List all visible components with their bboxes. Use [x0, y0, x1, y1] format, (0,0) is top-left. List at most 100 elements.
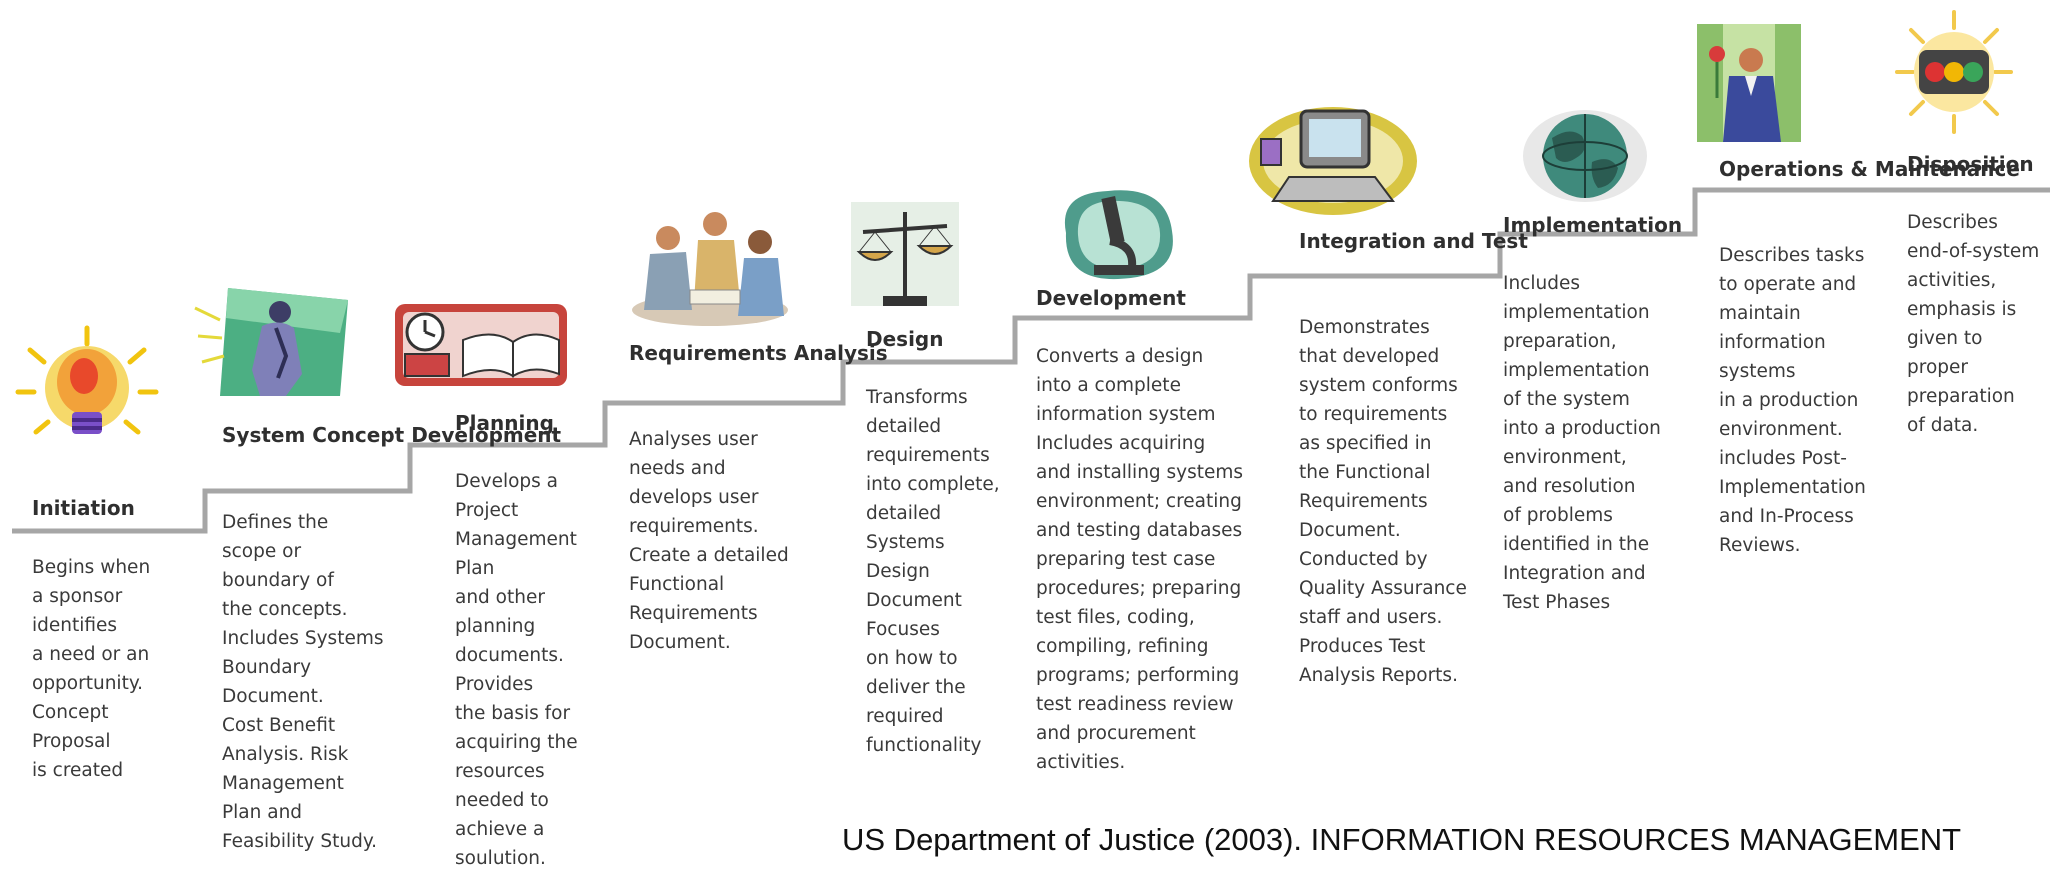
- desc-line: detailed: [866, 416, 942, 437]
- desc-line: Document.: [629, 632, 731, 653]
- desc-line: Management: [455, 529, 577, 550]
- stage-title-disposition: Disposition: [1907, 150, 2034, 179]
- desc-line: Create a detailed: [629, 545, 789, 566]
- desc-line: staff and users.: [1299, 607, 1443, 628]
- desc-line: required: [866, 706, 944, 727]
- desc-line: environment.: [1719, 419, 1843, 440]
- desc-line: requirements: [866, 445, 990, 466]
- desc-line: Feasibility Study.: [222, 831, 378, 852]
- businessman-icon: [1697, 24, 1801, 142]
- desc-line: compiling, refining: [1036, 636, 1209, 657]
- desc-line: Boundary: [222, 657, 312, 678]
- desc-line: preparing test case: [1036, 549, 1216, 570]
- desc-line: Quality Assurance: [1299, 578, 1467, 599]
- desc-line: a sponsor: [32, 586, 123, 607]
- desc-line: scope or: [222, 541, 302, 562]
- stage-description-implementation: Includes implementation preparation, imp…: [1503, 269, 1661, 617]
- stage-description-development: Converts a design into a complete inform…: [1036, 342, 1243, 777]
- desc-line: Develops a: [455, 471, 559, 492]
- desc-line: test files, coding,: [1036, 607, 1195, 628]
- stage-title-planning: Planning: [455, 409, 554, 438]
- desc-line: that developed: [1299, 346, 1440, 367]
- desc-line: end-of-system: [1907, 241, 2040, 262]
- desc-line: Demonstrates: [1299, 317, 1430, 338]
- stage-description-design: Transforms detailed requirements into co…: [866, 383, 1000, 760]
- desc-line: Includes: [1503, 273, 1580, 294]
- desc-line: the concepts.: [222, 599, 348, 620]
- desc-line: and installing systems: [1036, 462, 1244, 483]
- desc-line: Document.: [222, 686, 324, 707]
- desc-line: preparation: [1907, 386, 2015, 407]
- desc-line: into a complete: [1036, 375, 1181, 396]
- desc-line: Describes: [1907, 212, 1998, 233]
- stage-title-development: Development: [1036, 284, 1186, 313]
- stage-title-line: Development: [411, 423, 562, 447]
- desc-line: Defines the: [222, 512, 329, 533]
- desc-line: Requirements: [1299, 491, 1428, 512]
- desc-line: given to: [1907, 328, 1983, 349]
- desc-line: Produces Test: [1299, 636, 1426, 657]
- desc-line: Systems: [866, 532, 945, 553]
- desc-line: Provides: [455, 674, 534, 695]
- desc-line: Test Phases: [1503, 592, 1611, 613]
- desc-line: achieve a: [455, 819, 545, 840]
- desc-line: identified in the: [1503, 534, 1650, 555]
- meeting-icon: [632, 212, 788, 326]
- desc-line: maintain: [1719, 303, 1801, 324]
- desc-line: Integration and: [1503, 563, 1646, 584]
- desc-line: and procurement: [1036, 723, 1196, 744]
- desc-line: activities.: [1036, 752, 1126, 773]
- desc-line: boundary of: [222, 570, 334, 591]
- desc-line: Conducted by: [1299, 549, 1428, 570]
- desc-line: requirements.: [629, 516, 759, 537]
- stage-title-system-concept-development: System Concept Development: [222, 421, 561, 450]
- desc-line: in a production: [1719, 390, 1859, 411]
- stage-description-disposition: Describes end-of-system activities, emph…: [1907, 208, 2039, 440]
- desc-line: programs; performing: [1036, 665, 1240, 686]
- desc-line: Proposal: [32, 731, 111, 752]
- desc-line: Functional: [629, 574, 725, 595]
- desc-line: soulution.: [455, 848, 546, 869]
- stage-title-line: Maintenance: [1874, 157, 2020, 181]
- desc-line: resources: [455, 761, 545, 782]
- desc-line: and other: [455, 587, 545, 608]
- thinker-icon: [194, 288, 348, 396]
- desc-line: information: [1719, 332, 1826, 353]
- desc-line: Analyses user: [629, 429, 758, 450]
- desc-line: activities,: [1907, 270, 1997, 291]
- desc-line: of the system: [1503, 389, 1630, 410]
- desc-line: a need or an: [32, 644, 150, 665]
- desc-line: to operate and: [1719, 274, 1857, 295]
- desc-line: to requirements: [1299, 404, 1448, 425]
- desc-line: develops user: [629, 487, 759, 508]
- stage-title-line: Implementation: [1503, 213, 1683, 237]
- stage-title-design: Design: [866, 325, 943, 354]
- stage-title-line: Design: [866, 327, 944, 351]
- desc-line: deliver the: [866, 677, 966, 698]
- desc-line: Begins when: [32, 557, 151, 578]
- desc-line: Includes acquiring: [1036, 433, 1206, 454]
- desc-line: on how to: [866, 648, 958, 669]
- citation: US Department of Justice (2003). INFORMA…: [842, 822, 1962, 857]
- desc-line: Reviews.: [1719, 535, 1801, 556]
- stage-title-implementation: Implementation: [1503, 211, 1682, 240]
- stage-title-line: Initiation: [32, 496, 135, 520]
- traffic-light-icon: [1895, 10, 2013, 134]
- desc-line: Management: [222, 773, 344, 794]
- desc-line: preparation,: [1503, 331, 1617, 352]
- desc-line: and resolution: [1503, 476, 1636, 497]
- desc-line: Project: [455, 500, 519, 521]
- desc-line: opportunity.: [32, 673, 144, 694]
- desc-line: acquiring the: [455, 732, 578, 753]
- desc-line: Implementation: [1719, 477, 1866, 498]
- stage-title-integration-and-test: Integration and Test: [1299, 227, 1528, 256]
- lightbulb-icon: [15, 325, 159, 435]
- desc-line: environment,: [1503, 447, 1627, 468]
- globe-icon: [1523, 110, 1647, 202]
- desc-line: needed to: [455, 790, 549, 811]
- desc-line: information system: [1036, 404, 1216, 425]
- desc-line: Cost Benefit: [222, 715, 336, 736]
- stage-title-initiation: Initiation: [32, 494, 135, 523]
- desc-line: Concept: [32, 702, 109, 723]
- microscope-icon: [1064, 190, 1173, 280]
